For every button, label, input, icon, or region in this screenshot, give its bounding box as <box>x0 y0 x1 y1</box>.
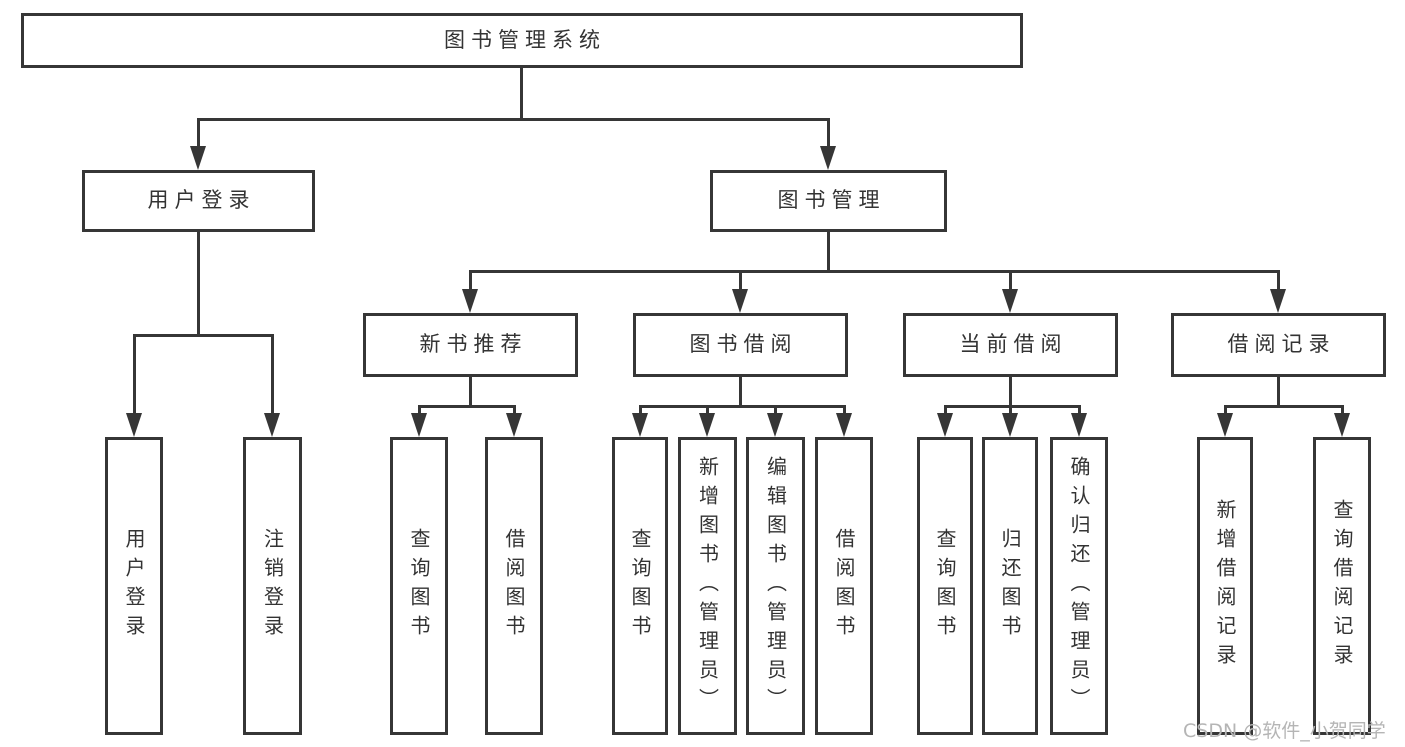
arrow-down-icon <box>1002 413 1018 437</box>
connector-line <box>469 270 1279 273</box>
node-leaf-add-books-admin-label: 新增图书（管理员） <box>695 455 720 717</box>
node-root: 图书管理系统 <box>21 13 1023 68</box>
connector-line <box>1009 405 1012 415</box>
node-leaf-add-borrow-record: 新增借阅记录 <box>1197 437 1253 735</box>
arrow-down-icon <box>836 413 852 437</box>
connector-line <box>1277 270 1280 292</box>
connector-line <box>944 405 947 415</box>
node-leaf-add-books-admin: 新增图书（管理员） <box>678 437 737 735</box>
arrow-down-icon <box>767 413 783 437</box>
arrow-down-icon <box>462 289 478 313</box>
arrow-down-icon <box>264 413 280 437</box>
node-leaf-edit-books-admin: 编辑图书（管理员） <box>746 437 805 735</box>
node-leaf-return-books: 归还图书 <box>982 437 1038 735</box>
node-book-management-label: 图书管理 <box>777 188 886 213</box>
connector-line <box>469 270 472 292</box>
connector-line <box>418 405 421 415</box>
node-leaf-query-books-1-label: 查询图书 <box>407 528 431 644</box>
node-leaf-user-login-label: 用户登录 <box>122 528 146 644</box>
connector-line <box>197 118 200 150</box>
connector-line <box>1224 405 1227 415</box>
node-borrowing-records: 借阅记录 <box>1171 313 1386 377</box>
arrow-down-icon <box>1334 413 1350 437</box>
arrow-down-icon <box>411 413 427 437</box>
connector-line <box>418 405 515 408</box>
node-book-borrowing: 图书借阅 <box>633 313 848 377</box>
connector-line <box>774 405 777 415</box>
connector-line <box>133 334 274 337</box>
connector-line <box>639 405 845 408</box>
connector-line <box>133 334 136 415</box>
connector-line <box>197 232 200 336</box>
node-borrowing-records-label: 借阅记录 <box>1227 332 1336 357</box>
node-leaf-borrow-books-2: 借阅图书 <box>815 437 873 735</box>
node-current-borrowing-label: 当前借阅 <box>959 332 1068 357</box>
node-leaf-query-borrow-record: 查询借阅记录 <box>1313 437 1371 735</box>
connector-line <box>1009 270 1012 292</box>
node-leaf-confirm-return-admin-label: 确认归还（管理员） <box>1067 455 1091 717</box>
node-book-borrowing-label: 图书借阅 <box>689 332 798 357</box>
arrow-down-icon <box>732 289 748 313</box>
node-leaf-logout: 注销登录 <box>243 437 302 735</box>
arrow-down-icon <box>937 413 953 437</box>
arrow-down-icon <box>506 413 522 437</box>
node-leaf-edit-books-admin-label: 编辑图书（管理员） <box>763 455 788 717</box>
csdn-watermark: CSDN @软件_小贺同学 <box>1183 720 1386 742</box>
node-leaf-logout-label: 注销登录 <box>260 528 285 644</box>
connector-line <box>639 405 642 415</box>
node-leaf-query-borrow-record-label: 查询借阅记录 <box>1330 499 1354 673</box>
node-leaf-query-books-3-label: 查询图书 <box>933 528 957 644</box>
node-user-login-label: 用户登录 <box>147 188 256 213</box>
node-current-borrowing: 当前借阅 <box>903 313 1118 377</box>
node-root-label: 图书管理系统 <box>444 27 606 52</box>
arrow-down-icon <box>1071 413 1087 437</box>
connector-line <box>1078 405 1081 415</box>
node-new-book-recommend-label: 新书推荐 <box>419 332 528 357</box>
connector-line <box>1224 405 1343 408</box>
node-leaf-borrow-books-1-label: 借阅图书 <box>502 528 526 644</box>
node-leaf-query-books-3: 查询图书 <box>917 437 973 735</box>
arrow-down-icon <box>820 146 836 170</box>
connector-line <box>271 334 274 415</box>
node-new-book-recommend: 新书推荐 <box>363 313 578 377</box>
arrow-down-icon <box>190 146 206 170</box>
arrow-down-icon <box>1270 289 1286 313</box>
connector-line <box>706 405 709 415</box>
node-leaf-return-books-label: 归还图书 <box>998 528 1022 644</box>
connector-line <box>197 118 830 121</box>
arrow-down-icon <box>1002 289 1018 313</box>
connector-line <box>739 377 742 408</box>
node-leaf-add-borrow-record-label: 新增借阅记录 <box>1213 499 1237 673</box>
arrow-down-icon <box>1217 413 1233 437</box>
node-user-login: 用户登录 <box>82 170 315 232</box>
connector-line <box>739 270 742 292</box>
connector-line <box>827 232 830 272</box>
arrow-down-icon <box>699 413 715 437</box>
node-leaf-confirm-return-admin: 确认归还（管理员） <box>1050 437 1108 735</box>
arrow-down-icon <box>126 413 142 437</box>
connector-line <box>843 405 846 415</box>
node-leaf-borrow-books-1: 借阅图书 <box>485 437 543 735</box>
connector-line <box>469 377 472 408</box>
node-book-management: 图书管理 <box>710 170 947 232</box>
node-leaf-query-books-2: 查询图书 <box>612 437 668 735</box>
connector-line <box>827 118 830 150</box>
node-leaf-borrow-books-2-label: 借阅图书 <box>832 528 856 644</box>
connector-line <box>944 405 1080 408</box>
connector-line <box>1341 405 1344 415</box>
connector-line <box>513 405 516 415</box>
arrow-down-icon <box>632 413 648 437</box>
node-leaf-user-login: 用户登录 <box>105 437 163 735</box>
node-leaf-query-books-2-label: 查询图书 <box>628 528 652 644</box>
node-leaf-query-books-1: 查询图书 <box>390 437 448 735</box>
connector-line <box>520 66 523 120</box>
connector-line <box>1009 377 1012 408</box>
connector-line <box>1277 377 1280 408</box>
